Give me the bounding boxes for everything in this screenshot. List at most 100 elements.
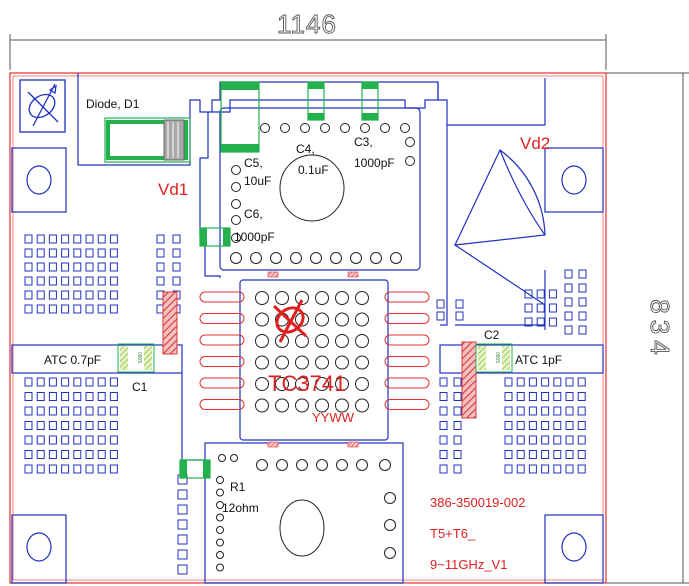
via-square xyxy=(97,421,106,430)
via-square xyxy=(61,435,70,445)
chip-code-label: YYWW xyxy=(312,410,355,425)
via-round xyxy=(356,459,368,471)
via-square xyxy=(577,406,586,416)
via-square xyxy=(564,311,573,321)
via-round xyxy=(316,459,328,471)
via-square xyxy=(565,464,574,474)
via-round xyxy=(295,291,309,305)
c5-label: C5, xyxy=(244,156,263,170)
via-square xyxy=(48,234,57,244)
part-number-label: 386-350019-002 xyxy=(430,495,525,510)
via-round xyxy=(335,377,349,391)
height-dimension-label: 834 xyxy=(645,299,675,360)
via-square xyxy=(36,262,45,272)
via-square xyxy=(61,262,70,272)
via-round xyxy=(270,252,282,264)
via-square xyxy=(177,549,188,560)
via-round xyxy=(380,123,390,133)
capacitor-c6 xyxy=(199,227,231,247)
via-square xyxy=(85,435,94,445)
via-square xyxy=(24,406,33,416)
via-round xyxy=(400,123,410,133)
via-square xyxy=(85,392,94,401)
via-square xyxy=(536,317,545,327)
capacitor-c3 xyxy=(361,81,379,121)
via-round xyxy=(360,123,370,133)
left-via-array xyxy=(24,234,181,474)
band-label: 9~11GHz_V1 xyxy=(430,557,507,572)
via-square xyxy=(156,276,165,286)
height-dimension xyxy=(606,72,689,584)
chip-bond-marks xyxy=(267,271,359,448)
via-round xyxy=(231,165,241,175)
via-round xyxy=(335,355,349,370)
via-round xyxy=(231,199,241,209)
via-square xyxy=(453,392,462,401)
via-square xyxy=(578,283,587,293)
via-square xyxy=(516,406,525,416)
via-square xyxy=(48,450,57,459)
via-square xyxy=(85,248,94,258)
via-square xyxy=(24,392,33,401)
via-square xyxy=(504,377,513,387)
via-round xyxy=(336,459,348,471)
via-square xyxy=(524,289,533,299)
width-dimension xyxy=(9,34,607,70)
via-square xyxy=(177,519,188,530)
via-square xyxy=(177,534,188,545)
via-round xyxy=(355,312,369,327)
via-square xyxy=(85,377,94,387)
via-square xyxy=(156,234,165,244)
via-square xyxy=(564,297,573,307)
via-round xyxy=(320,123,330,133)
via-square xyxy=(73,377,82,387)
via-square xyxy=(85,262,94,272)
capacitor-c4 xyxy=(307,81,325,121)
via-round xyxy=(335,334,349,348)
via-square xyxy=(48,406,57,416)
via-round xyxy=(405,156,415,166)
via-round xyxy=(379,459,391,471)
via-round xyxy=(216,488,224,497)
chip-pins xyxy=(199,291,430,410)
via-square xyxy=(61,464,70,474)
via-square xyxy=(24,234,33,244)
resistor-r1 xyxy=(179,459,211,479)
via-square xyxy=(172,262,181,272)
atc-left-label: ATC 0.7pF xyxy=(44,353,101,367)
via-square xyxy=(36,392,45,401)
via-square xyxy=(548,303,557,313)
via-square xyxy=(528,450,537,459)
via-round xyxy=(335,398,349,413)
via-square xyxy=(524,317,533,327)
via-square xyxy=(541,435,550,445)
via-square xyxy=(516,421,525,430)
via-square xyxy=(48,276,57,286)
via-square xyxy=(528,464,537,474)
via-square xyxy=(109,392,118,401)
via-square xyxy=(177,504,188,515)
via-square xyxy=(528,392,537,401)
via-square xyxy=(577,435,586,445)
via-round xyxy=(216,501,224,509)
capacitor-c5 xyxy=(220,81,260,153)
via-square xyxy=(36,464,45,474)
via-square xyxy=(541,392,550,401)
c3-value: 1000pF xyxy=(354,156,395,170)
via-square xyxy=(97,406,106,416)
via-square xyxy=(48,435,57,445)
via-square xyxy=(97,392,106,401)
via-round xyxy=(384,519,396,531)
via-square xyxy=(516,435,525,445)
via-square xyxy=(109,276,118,286)
via-square xyxy=(553,392,562,401)
chip-pin xyxy=(384,377,430,389)
via-square xyxy=(36,304,45,314)
via-round xyxy=(231,233,241,243)
via-round xyxy=(315,334,329,348)
width-dimension-label: 1146 xyxy=(277,9,337,39)
via-round xyxy=(315,377,329,391)
chip-pin xyxy=(384,356,430,367)
via-square xyxy=(24,421,33,430)
via-round xyxy=(405,137,415,147)
